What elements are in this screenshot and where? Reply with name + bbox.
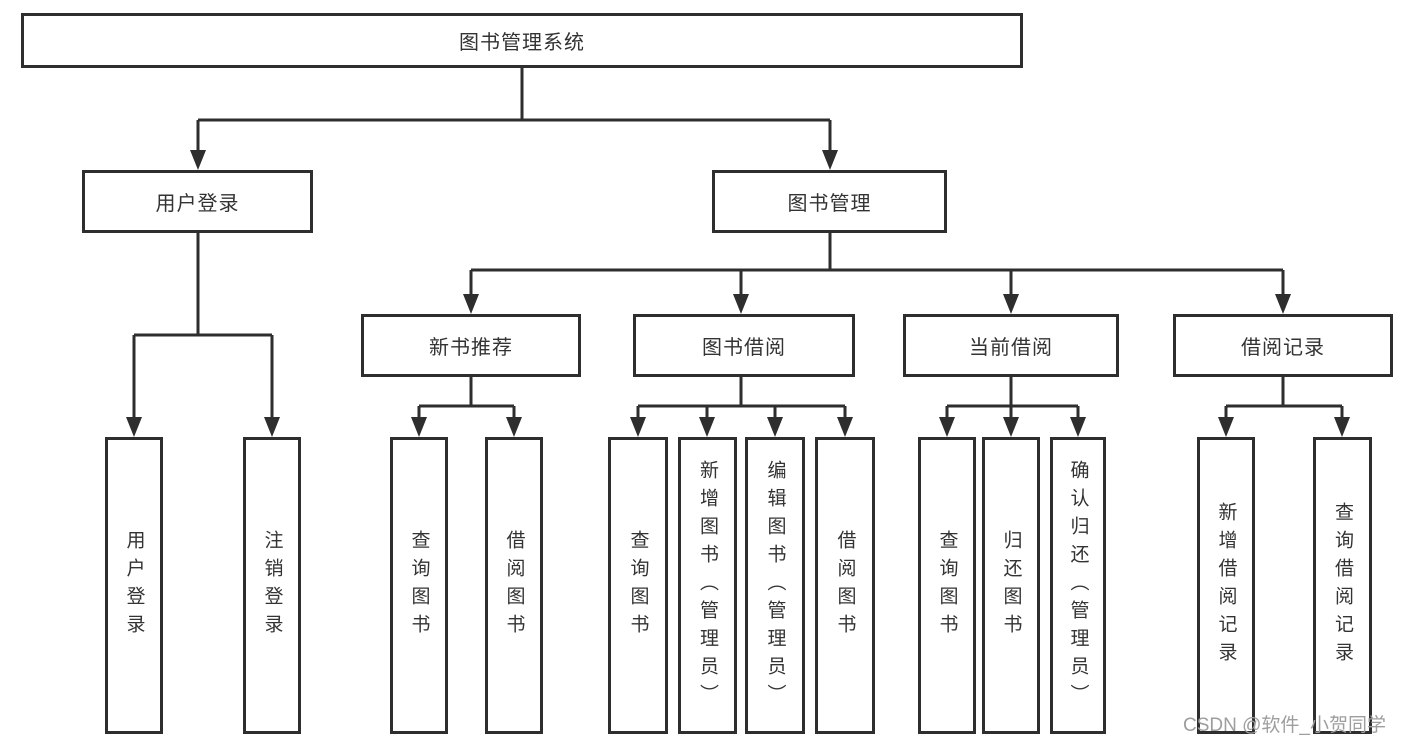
- leaf-user-login: 用户登录: [105, 437, 163, 734]
- node-user-login-label: 用户登录: [155, 193, 240, 215]
- leaf-query-book-current: 查询图书: [918, 437, 976, 734]
- leaf-edit-book-admin-label: 编辑图书（管理员）: [764, 459, 786, 712]
- leaf-query-book-borrow: 查询图书: [608, 437, 668, 734]
- node-borrow-record: 借阅记录: [1173, 314, 1393, 377]
- node-current-borrow-label: 当前借阅: [969, 337, 1053, 359]
- leaf-add-book-admin: 新增图书（管理员）: [678, 437, 737, 734]
- leaf-borrow-book-recommend-label: 借阅图书: [503, 529, 525, 642]
- node-current-borrow: 当前借阅: [903, 314, 1119, 377]
- leaf-return-book: 归还图书: [982, 437, 1040, 734]
- node-borrow-record-label: 借阅记录: [1241, 337, 1325, 359]
- leaf-user-login-label: 用户登录: [123, 529, 145, 642]
- node-root: 图书管理系统: [21, 13, 1023, 68]
- node-book-management: 图书管理: [712, 170, 947, 233]
- node-root-label: 图书管理系统: [459, 32, 585, 54]
- leaf-confirm-return-admin-label: 确认归还（管理员）: [1067, 459, 1089, 712]
- leaf-add-borrow-record: 新增借阅记录: [1197, 437, 1255, 734]
- leaf-borrow-book: 借阅图书: [815, 437, 875, 734]
- leaf-logout-label: 注销登录: [261, 529, 283, 642]
- node-book-borrow-label: 图书借阅: [702, 337, 786, 359]
- leaf-query-borrow-record-label: 查询借阅记录: [1332, 501, 1353, 670]
- leaf-borrow-book-label: 借阅图书: [834, 529, 856, 642]
- node-user-login: 用户登录: [82, 170, 313, 233]
- leaf-query-book-current-label: 查询图书: [936, 529, 958, 642]
- leaf-logout: 注销登录: [243, 437, 301, 734]
- node-new-book-recommend: 新书推荐: [361, 314, 581, 377]
- leaf-query-book-recommend: 查询图书: [390, 437, 448, 734]
- leaf-add-book-admin-label: 新增图书（管理员）: [697, 459, 718, 712]
- leaf-edit-book-admin: 编辑图书（管理员）: [745, 437, 805, 734]
- node-book-borrow: 图书借阅: [633, 314, 855, 377]
- csdn-watermark: CSDN @软件_小贺同学: [1183, 715, 1386, 736]
- node-new-book-recommend-label: 新书推荐: [429, 337, 513, 359]
- leaf-return-book-label: 归还图书: [1000, 529, 1022, 642]
- node-book-management-label: 图书管理: [787, 193, 872, 215]
- leaf-add-borrow-record-label: 新增借阅记录: [1215, 501, 1237, 670]
- leaf-confirm-return-admin: 确认归还（管理员）: [1050, 437, 1106, 734]
- leaf-query-borrow-record: 查询借阅记录: [1313, 437, 1372, 734]
- leaf-query-book-borrow-label: 查询图书: [627, 529, 649, 642]
- leaf-query-book-recommend-label: 查询图书: [408, 529, 430, 642]
- leaf-borrow-book-recommend: 借阅图书: [485, 437, 543, 734]
